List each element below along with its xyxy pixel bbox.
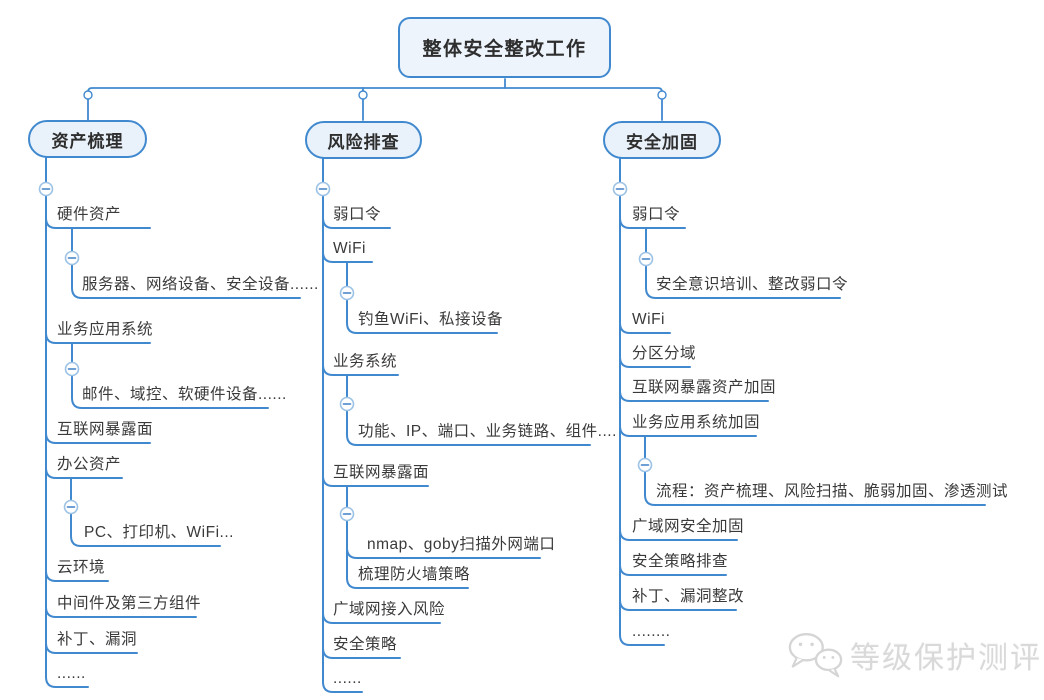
collapse-icon[interactable] — [339, 285, 355, 301]
branch2-wires — [322, 156, 591, 693]
tree-subnode-label[interactable]: 流程：资产梳理、风险扫描、脆弱加固、渗透测试 — [656, 483, 1009, 500]
tree-node-label[interactable]: 分区分域 — [632, 345, 697, 362]
tree-node-label[interactable]: WiFi — [333, 240, 366, 257]
collapse-icon[interactable] — [339, 396, 355, 412]
tree-node-label[interactable]: ...... — [57, 665, 86, 682]
tree-node-label[interactable]: WiFi — [632, 311, 665, 328]
tree-node-label[interactable]: 互联网暴露面 — [57, 421, 154, 438]
tree-node-label[interactable]: 业务应用系统 — [57, 321, 154, 338]
tree-subnode-label[interactable]: PC、打印机、WiFi... — [84, 524, 234, 541]
tree-node-label[interactable]: 弱口令 — [333, 206, 382, 223]
tree-node-label[interactable]: 弱口令 — [632, 206, 681, 223]
tree-node-label[interactable]: ........ — [632, 623, 671, 640]
tree-node-label[interactable]: 中间件及第三方组件 — [57, 595, 202, 612]
tree-node-label[interactable]: 互联网暴露资产加固 — [632, 379, 777, 396]
junction-dot — [657, 90, 667, 100]
tree-node-label[interactable]: 安全策略排查 — [632, 553, 729, 570]
branch-node-assets[interactable]: 资产梳理 — [28, 120, 147, 158]
tree-subnode-label[interactable]: 安全意识培训、整改弱口令 — [656, 276, 849, 293]
branch1-wires — [45, 155, 301, 688]
collapse-icon[interactable] — [315, 181, 331, 197]
watermark-text: 等级保护测评 — [850, 642, 1042, 675]
tree-node-label[interactable]: 广域网安全加固 — [632, 518, 745, 535]
collapse-icon[interactable] — [38, 181, 54, 197]
tree-node-label[interactable]: 补丁、漏洞整改 — [632, 588, 745, 605]
watermark: 等级保护测评 — [786, 630, 1042, 680]
branch3-wires — [619, 156, 986, 646]
tree-node-label[interactable]: 补丁、漏洞 — [57, 631, 138, 648]
tree-subnode-label[interactable]: 服务器、网络设备、安全设备...... — [82, 276, 319, 293]
branch-node-risk[interactable]: 风险排查 — [305, 121, 422, 159]
tree-subnode-label[interactable]: 梳理防火墙策略 — [358, 566, 471, 583]
tree-node-label[interactable]: ...... — [333, 670, 362, 687]
tree-subnode-label[interactable]: 钓鱼WiFi、私接设备 — [358, 311, 503, 328]
collapse-icon[interactable] — [64, 361, 80, 377]
wechat-logo-icon — [788, 633, 843, 678]
collapse-icon[interactable] — [612, 181, 628, 197]
collapse-icon[interactable] — [339, 506, 355, 522]
collapse-icon[interactable] — [637, 457, 653, 473]
root-node[interactable]: 整体安全整改工作 — [398, 17, 611, 78]
tree-node-label[interactable]: 业务系统 — [333, 353, 398, 370]
tree-subnode-label[interactable]: 功能、IP、端口、业务链路、组件.... — [358, 423, 617, 440]
tree-node-label[interactable]: 业务应用系统加固 — [632, 414, 761, 431]
top-rail — [83, 78, 667, 121]
collapse-icon[interactable] — [64, 250, 80, 266]
collapse-icon[interactable] — [638, 251, 654, 267]
branch-node-hardening[interactable]: 安全加固 — [603, 121, 721, 159]
tree-subnode-label[interactable]: 邮件、域控、软硬件设备...... — [82, 386, 287, 403]
tree-node-label[interactable]: 互联网暴露面 — [333, 464, 430, 481]
tree-node-label[interactable]: 广域网接入风险 — [333, 601, 446, 618]
tree-node-label[interactable]: 安全策略 — [333, 636, 398, 653]
tree-node-label[interactable]: 办公资产 — [57, 456, 122, 473]
tree-node-label[interactable]: 云环境 — [57, 559, 106, 576]
tree-node-label[interactable]: 硬件资产 — [57, 206, 122, 223]
junction-dot — [358, 90, 368, 100]
junction-dot — [83, 90, 93, 100]
tree-subnode-label[interactable]: nmap、goby扫描外网端口 — [367, 536, 556, 553]
collapse-icon[interactable] — [63, 499, 79, 515]
